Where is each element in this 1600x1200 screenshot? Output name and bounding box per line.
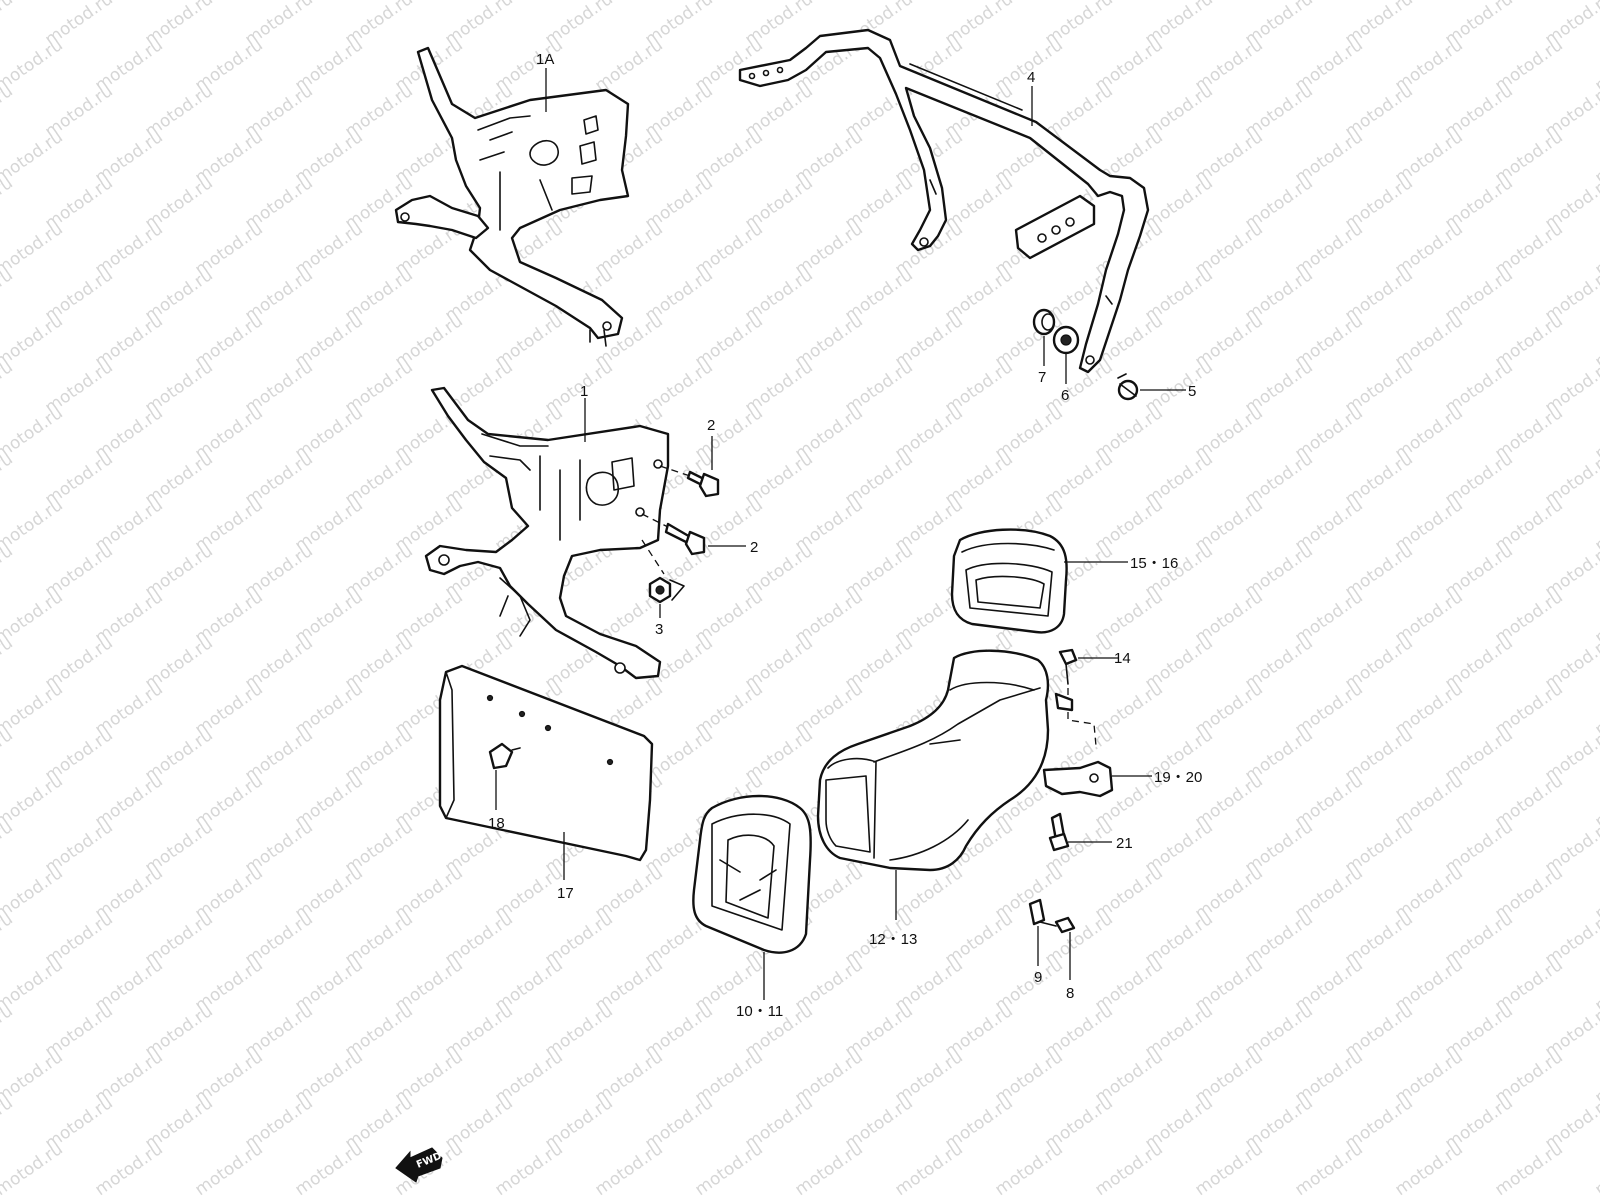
part-1a-cowling-brace[interactable] — [394, 46, 630, 347]
callout-15-16: 15・16 — [1130, 555, 1178, 572]
callout-7: 7 — [1038, 369, 1046, 386]
fwd-arrow-icon: FWD — [395, 1147, 443, 1183]
part-14-screw[interactable] — [1058, 648, 1118, 685]
callout-14: 14 — [1114, 650, 1131, 667]
callout-9: 9 — [1034, 969, 1042, 986]
callout-17: 17 — [557, 885, 574, 902]
part-1-cowling-brace[interactable] — [424, 386, 670, 680]
callout-1: 1 — [580, 383, 588, 400]
callout-6: 6 — [1061, 387, 1069, 404]
part-18-clip[interactable] — [488, 742, 521, 810]
callout-10-11: 10・11 — [736, 1003, 783, 1020]
part-6-washer[interactable] — [1052, 325, 1080, 384]
part-9-clip[interactable] — [1028, 898, 1046, 966]
callout-8: 8 — [1066, 985, 1074, 1002]
part-8-screw[interactable] — [1039, 916, 1076, 980]
callout-4: 4 — [1027, 69, 1035, 86]
part-17-plate[interactable] — [438, 664, 654, 880]
callout-2-lower: 2 — [750, 539, 758, 556]
callout-21: 21 — [1116, 835, 1133, 852]
part-4-front-bar[interactable] — [738, 28, 1150, 374]
part-19-20-bracket[interactable] — [1042, 688, 1152, 798]
part-21-bolt[interactable] — [1048, 812, 1112, 852]
part-10-11-duct[interactable] — [692, 794, 812, 1000]
callout-19-20: 19・20 — [1154, 769, 1202, 786]
callout-3: 3 — [655, 621, 663, 638]
part-5-nut[interactable] — [1117, 373, 1186, 401]
part-7-grommet[interactable] — [1032, 308, 1056, 366]
callout-18: 18 — [488, 815, 505, 832]
part-2-bolt-upper[interactable] — [659, 436, 720, 498]
callout-2-upper: 2 — [707, 417, 715, 434]
part-3-nut[interactable] — [641, 539, 685, 618]
part-12-13-main-duct[interactable] — [816, 649, 1050, 920]
part-2-bolt-lower[interactable] — [641, 513, 746, 556]
callout-5: 5 — [1188, 383, 1196, 400]
callout-12-13: 12・13 — [869, 931, 917, 948]
part-15-16-upper-duct[interactable] — [950, 528, 1128, 634]
callout-1a: 1A — [536, 51, 554, 68]
